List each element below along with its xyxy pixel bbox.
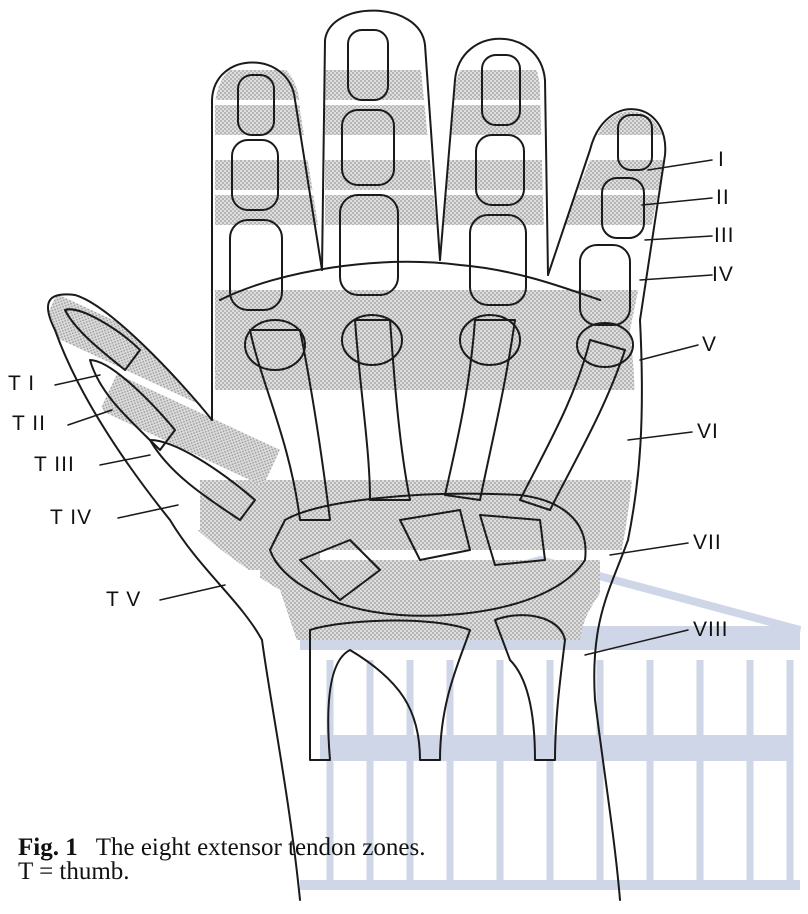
zone-label-IV: IV — [712, 263, 734, 287]
zone-label-I: I — [718, 148, 725, 172]
zone-label-T-V: T V — [106, 588, 141, 612]
zone-label-V: V — [702, 333, 717, 357]
figure-number: Fig. 1 — [18, 834, 78, 861]
caption-note: T = thumb. — [18, 860, 778, 884]
zone-label-T-III: T III — [34, 453, 75, 477]
zone-label-VII: VII — [693, 531, 722, 555]
zone-label-III: III — [714, 224, 735, 248]
zone-label-T-I: T I — [8, 372, 35, 396]
zone-label-T-IV: T IV — [50, 506, 92, 530]
caption-text: The eight extensor tendon zones. — [96, 834, 426, 861]
figure-caption: Fig. 1 The eight extensor tendon zones. T… — [18, 836, 778, 884]
zone-label-II: II — [716, 186, 730, 210]
zone-label-T-II: T II — [12, 412, 46, 436]
zone-label-VI: VI — [697, 420, 719, 444]
zone-label-VIII: VIII — [693, 618, 729, 642]
hand-outline — [48, 11, 712, 900]
